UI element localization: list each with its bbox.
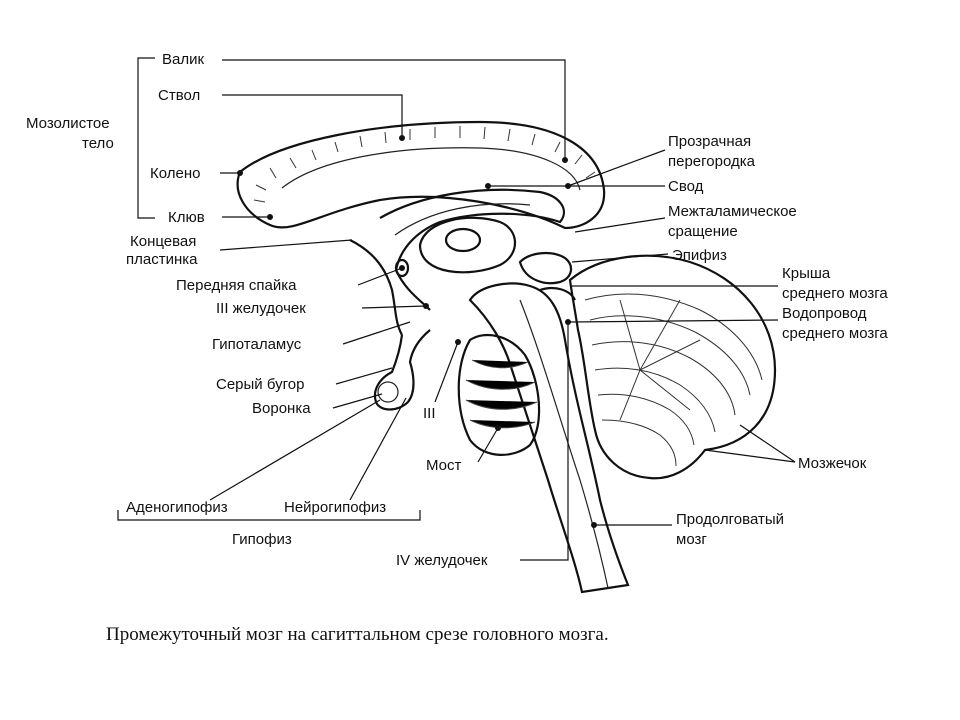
label-interthalamic-1: Межталамическое (668, 203, 797, 220)
pineal-shape (518, 252, 576, 301)
label-pineal: Эпифиз (672, 247, 727, 264)
label-fornix: Свод (668, 178, 704, 195)
third-ventricle-shape (349, 239, 431, 336)
corpus-callosum-shape (236, 120, 606, 230)
label-hypothalamus: Гипоталамус (212, 336, 302, 353)
pituitary-shape (373, 329, 431, 411)
label-tectum-2: среднего мозга (782, 285, 888, 302)
label-adenohypophysis: Аденогипофиз (126, 499, 228, 516)
label-cerebellum: Мозжечок (798, 455, 867, 472)
label-lamina-terminalis-1: Концевая (130, 233, 196, 250)
label-medulla-2: мозг (676, 531, 707, 548)
label-pons: Мост (426, 457, 462, 474)
label-stvol: Ствол (158, 87, 200, 104)
label-valik: Валик (162, 51, 204, 68)
pons-shape (457, 333, 541, 456)
label-lamina-terminalis-2: пластинка (126, 251, 198, 268)
label-tectum-1: Крыша (782, 265, 831, 282)
label-medulla-1: Продолговатый (676, 511, 784, 528)
label-corpus-callosum-1: Мозолистое (26, 115, 110, 132)
label-aqueduct-1: Водопровод (782, 305, 867, 322)
brainstem-shape (468, 282, 630, 594)
label-aqueduct-2: среднего мозга (782, 325, 888, 342)
leader-lines (117, 57, 796, 561)
label-fourth-ventricle: IV желудочек (396, 552, 488, 569)
label-cranial-nerve-iii: III (423, 405, 436, 422)
label-corpus-callosum-2: тело (82, 135, 114, 152)
fornix-shape (379, 188, 565, 271)
label-hypophysis: Гипофиз (232, 531, 292, 548)
figure-caption: Промежуточный мозг на сагиттальном срезе… (106, 624, 609, 645)
label-septum-2: перегородка (668, 153, 756, 170)
label-third-ventricle: III желудочек (216, 300, 306, 317)
label-klyuv: Клюв (168, 209, 205, 226)
label-interthalamic-2: сращение (668, 223, 738, 240)
cerebellum-shape (568, 254, 777, 480)
labels: Валик Ствол Мозолистое тело Колено Клюв … (26, 51, 888, 569)
label-neurohypophysis: Нейрогипофиз (284, 499, 386, 516)
thalamus-shape (418, 216, 516, 274)
label-septum-1: Прозрачная (668, 133, 751, 150)
brain-drawing (236, 120, 777, 594)
label-anterior-commissure: Передняя спайка (176, 277, 297, 294)
label-tuber-cinereum: Серый бугор (216, 376, 304, 393)
label-koleno: Колено (150, 165, 200, 182)
label-infundibulum: Воронка (252, 400, 311, 417)
